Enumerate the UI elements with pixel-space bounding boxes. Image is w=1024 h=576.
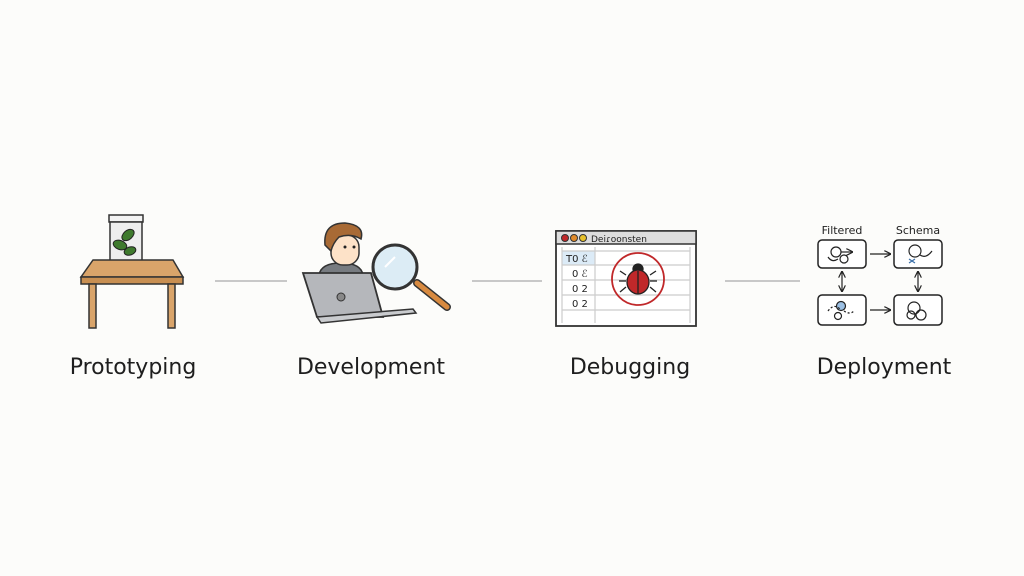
- connector-line: [472, 280, 542, 282]
- table-cell: T0 ℰ: [565, 254, 588, 265]
- stage-label: Prototyping: [69, 355, 197, 380]
- flow-node: [893, 294, 943, 326]
- flow-node: [817, 239, 867, 269]
- developer-laptop-magnifier-icon: [301, 222, 451, 324]
- node-caption-filtered: Filtered: [822, 224, 863, 237]
- stage-deployment: Filtered Schema Deployment: [774, 205, 994, 395]
- bug-icon: [619, 263, 657, 295]
- table-cell: 0 2: [572, 284, 588, 295]
- bug-highlight-circle: [611, 252, 665, 306]
- table-cell: 0 ℰ: [572, 269, 588, 280]
- stage-label: Debugging: [569, 355, 691, 380]
- debug-window-bug-icon: Deiɾoonsten T0 ℰ 0 ℰ 0 2 0 2: [555, 230, 697, 327]
- table-cell: 0 2: [572, 299, 588, 310]
- stage-label: Deployment: [816, 355, 952, 380]
- stage-debugging: Deiɾoonsten T0 ℰ 0 ℰ 0 2 0 2 Debugging: [520, 205, 740, 395]
- flow-node: [893, 239, 943, 269]
- connector-line: [215, 280, 287, 282]
- stage-label: Development: [296, 355, 446, 380]
- stage-prototyping: Prototyping: [23, 205, 243, 395]
- table-plant-jar-icon: [79, 214, 185, 329]
- stage-development: Development: [261, 205, 481, 395]
- window-title: Deiɾoonsten: [591, 235, 647, 245]
- connector-line: [725, 280, 800, 282]
- node-caption-schema: Schema: [896, 224, 940, 237]
- pipeline-flow-icon: Filtered Schema: [817, 224, 943, 326]
